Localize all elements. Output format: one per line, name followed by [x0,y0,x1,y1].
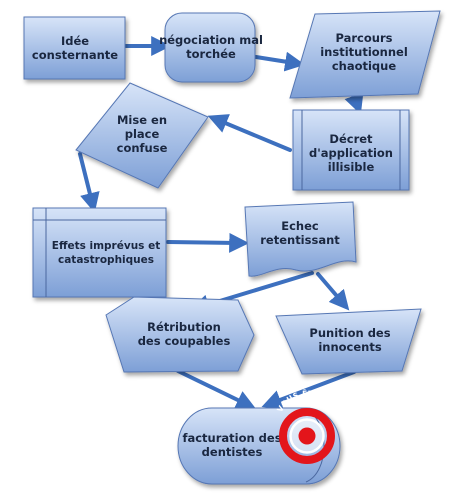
arrow-mise-en-place-to-effets [78,152,100,213]
svg-text:des coupables: des coupables [138,334,231,348]
label-echec: Echec retentissant [260,219,340,247]
svg-text:place: place [125,127,160,141]
svg-text:Décret: Décret [329,132,373,146]
node-idee-shape[interactable] [23,16,126,80]
arrow-effets-to-echec [166,232,250,253]
arrow-negociation-to-parcours [254,51,306,72]
node-decret-shape[interactable] [292,109,410,191]
svg-text:Effets imprévus et: Effets imprévus et [52,240,160,252]
svg-text:catastrophiques: catastrophiques [58,254,154,266]
svg-text:Idée: Idée [61,34,89,48]
label-negociation: négociation mal torchée [159,33,263,61]
node-mise-en-place-shape[interactable] [75,82,209,189]
arrows [78,36,364,410]
svg-text:innocents: innocents [318,340,382,354]
label-decret: Décret d'application illisible [309,132,393,174]
label-idee: Idée consternante [32,34,118,62]
svg-text:dentistes: dentistes [202,445,263,459]
label-parcours: Parcours institutionnel chaotique [320,31,408,73]
svg-text:institutionnel: institutionnel [320,45,408,59]
svg-text:consternante: consternante [32,48,118,62]
svg-text:illisible: illisible [328,160,375,174]
svg-text:facturation des: facturation des [182,431,281,445]
node-effets-shape[interactable] [32,207,167,298]
svg-text:Rétribution: Rétribution [147,320,221,334]
svg-text:Echec: Echec [281,219,319,233]
marker-outer-ring [279,408,335,464]
label-facturation: facturation des dentistes [182,431,281,459]
svg-text:Mise en: Mise en [117,113,167,127]
node-punition-shape[interactable] [275,308,422,375]
svg-text:négociation mal: négociation mal [159,33,263,47]
svg-text:Parcours: Parcours [336,31,393,45]
you-are-here-marker: VOUS ÊTES ICI [275,389,339,464]
node-echec-shape[interactable] [244,201,357,277]
node-retribution-shape[interactable] [105,296,255,373]
arrow-retribution-to-facturation [176,369,257,410]
label-mise-en-place: Mise en place confuse [117,113,168,155]
arrow-echec-to-punition [316,272,350,311]
label-retribution: Rétribution des coupables [138,320,231,348]
label-punition: Punition des innocents [309,326,390,354]
label-effets: Effets imprévus et catastrophiques [52,240,160,266]
node-negociation-shape[interactable] [164,12,256,83]
svg-text:Punition des: Punition des [309,326,390,340]
marker-dot [298,427,316,445]
svg-text:torchée: torchée [186,47,236,61]
svg-text:d'application: d'application [309,146,393,160]
arrow-decret-to-mise-en-place [207,114,292,152]
svg-text:confuse: confuse [117,141,168,155]
node-parcours-shape[interactable] [289,10,441,99]
svg-text:retentissant: retentissant [260,233,340,247]
svg-text:chaotique: chaotique [332,59,397,73]
arrow-punition-to-facturation [261,370,356,410]
